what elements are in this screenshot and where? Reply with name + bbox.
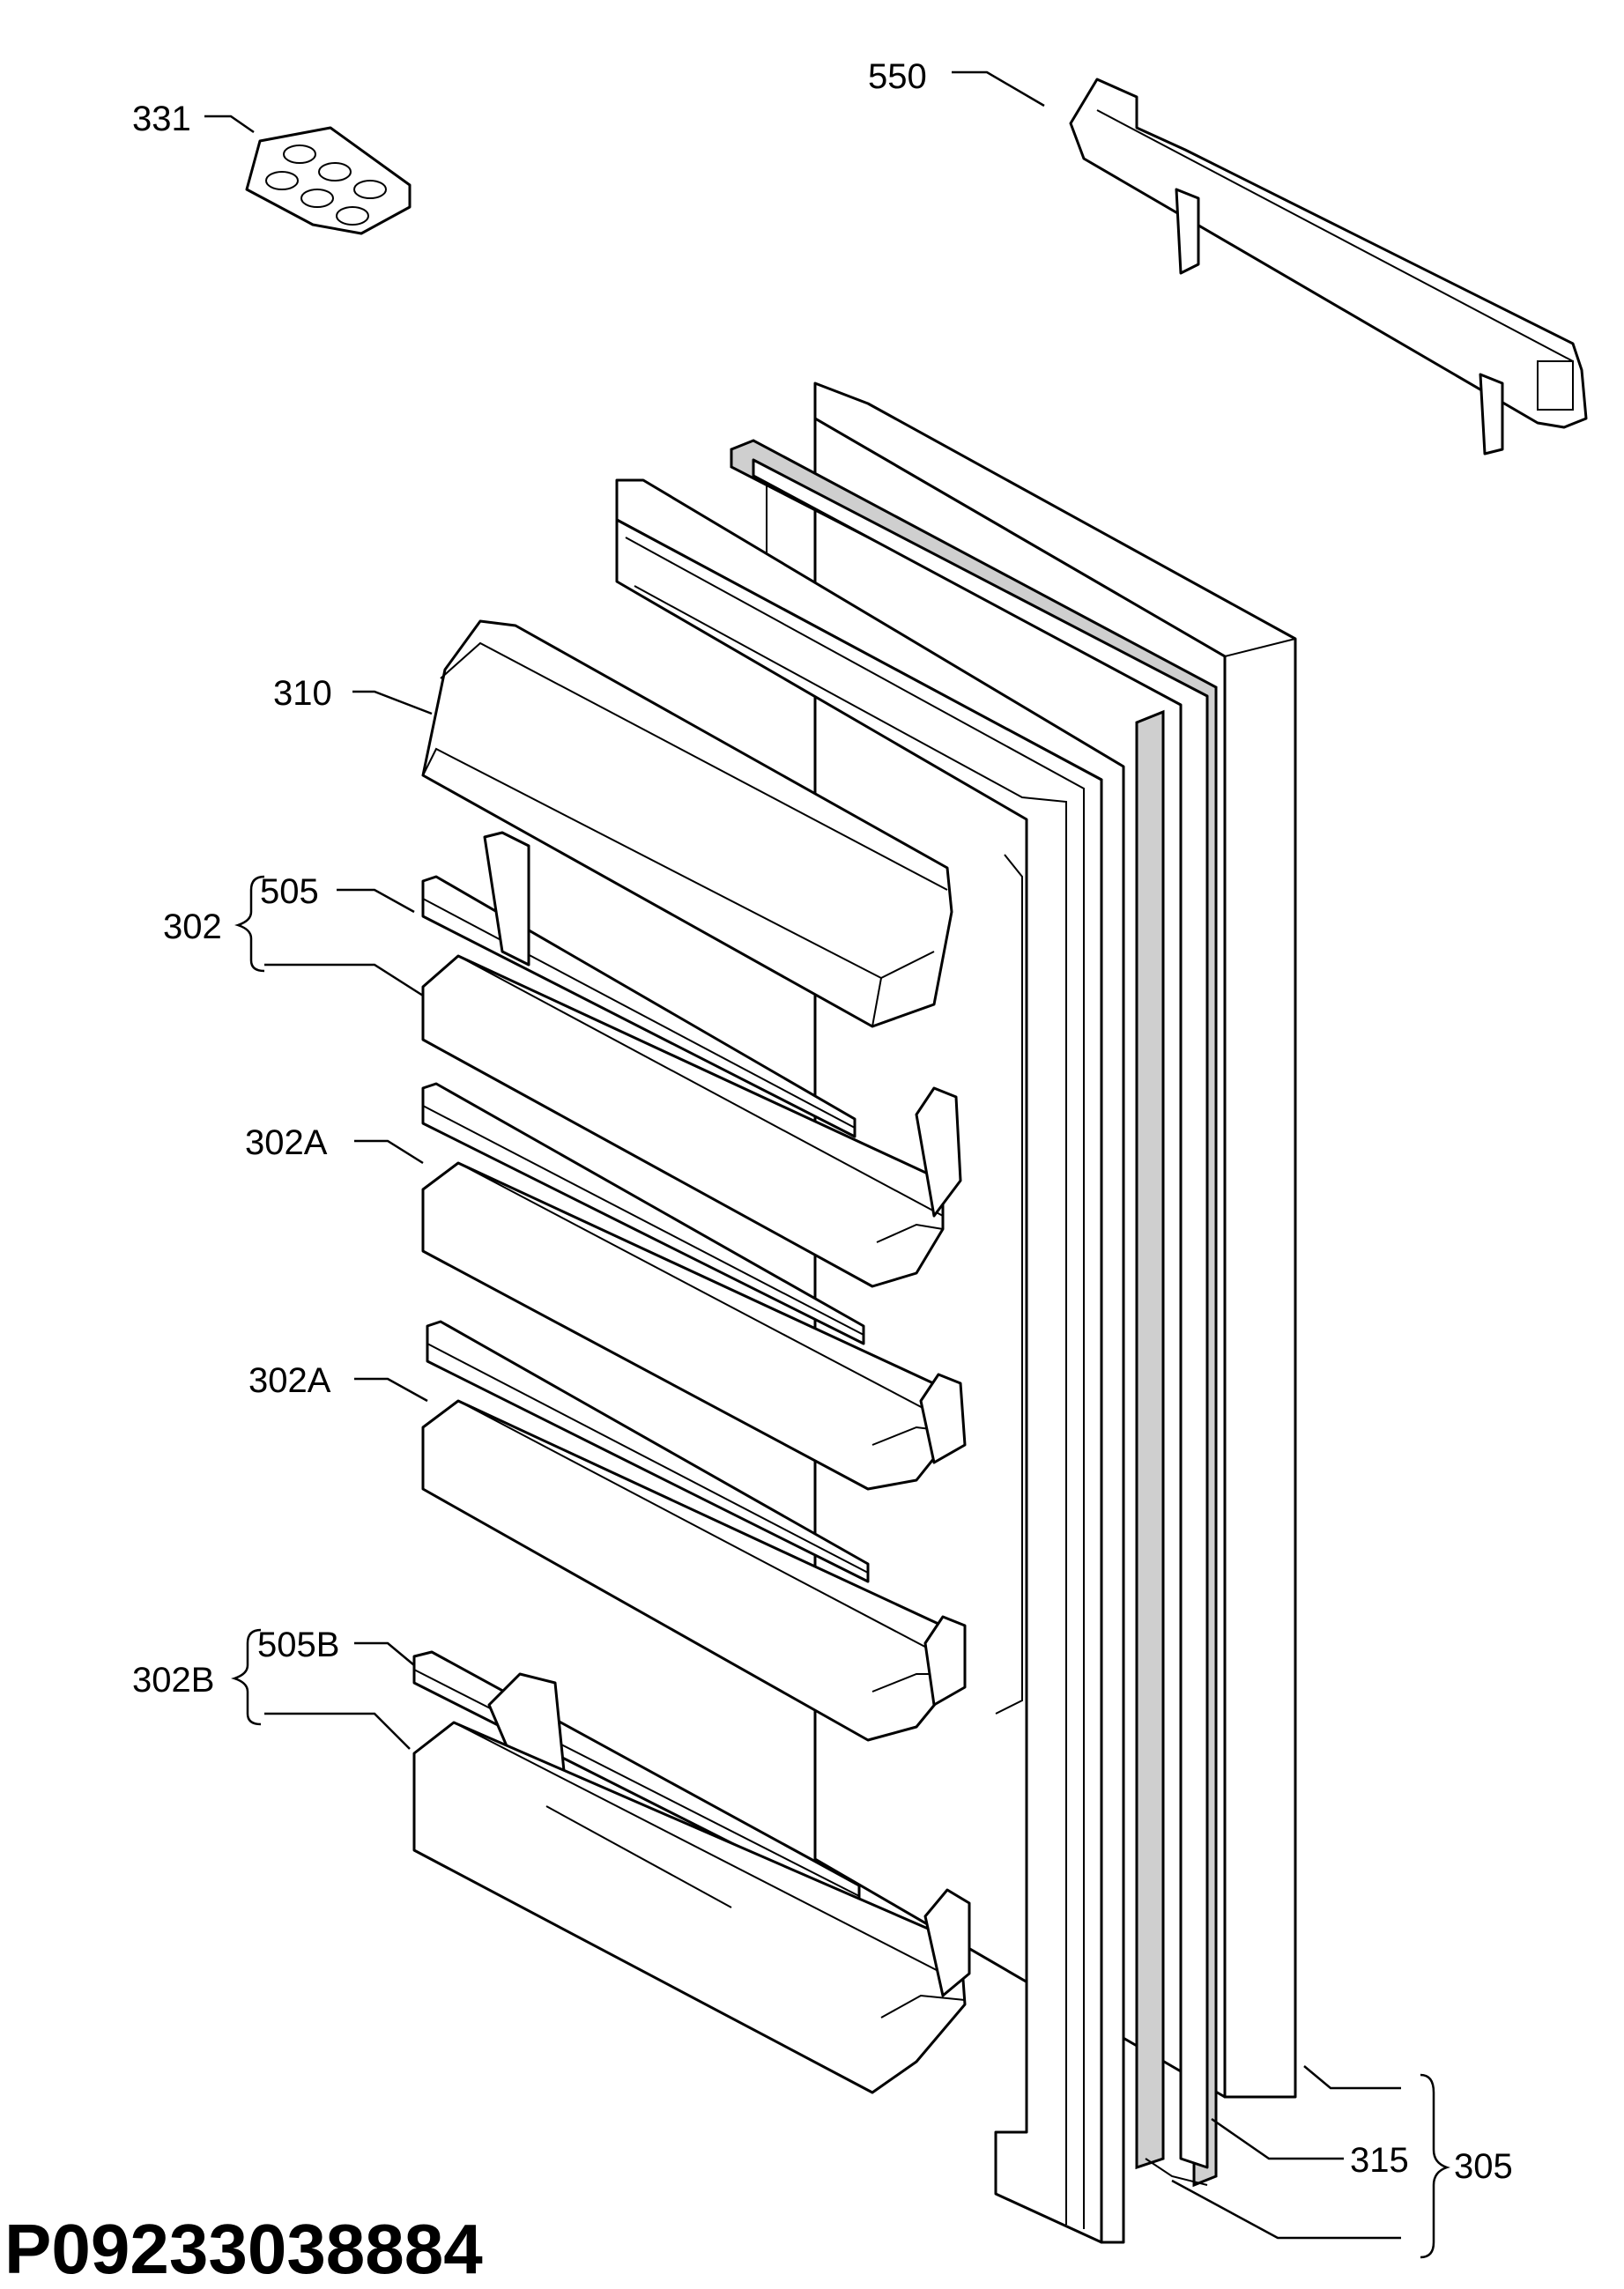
- shelf-guard-lower: [426, 1320, 870, 1583]
- label-331: 331: [132, 100, 191, 138]
- label-505: 505: [260, 872, 319, 911]
- shelf-guard-middle: [421, 1082, 865, 1345]
- door-balcony-302A-lower: [421, 1399, 967, 1742]
- door-balcony-302A-upper: [421, 1161, 967, 1491]
- braces: [231, 875, 1450, 2259]
- label-302a-upper: 302A: [245, 1123, 328, 1162]
- label-315: 315: [1350, 2141, 1409, 2180]
- leader-lines: [204, 70, 1401, 2240]
- drawing-code: P09233038884: [4, 2210, 483, 2288]
- label-550: 550: [868, 57, 927, 96]
- door-balcony-302B: [412, 1721, 971, 2094]
- egg-tray: [245, 126, 412, 235]
- label-505b: 505B: [257, 1626, 339, 1664]
- shelf-guard-505: [421, 875, 856, 1138]
- door-handle: [1069, 78, 1588, 456]
- door-gasket: [730, 439, 1218, 2188]
- door-inner-liner: [615, 478, 1125, 2244]
- label-305: 305: [1454, 2147, 1513, 2186]
- door-balcony-302: [421, 831, 962, 1288]
- label-302: 302: [163, 907, 222, 946]
- label-302a-lower: 302A: [248, 1361, 331, 1400]
- label-310: 310: [273, 674, 332, 713]
- top-shelf-cover: [421, 619, 953, 1028]
- label-302b: 302B: [132, 1661, 214, 1700]
